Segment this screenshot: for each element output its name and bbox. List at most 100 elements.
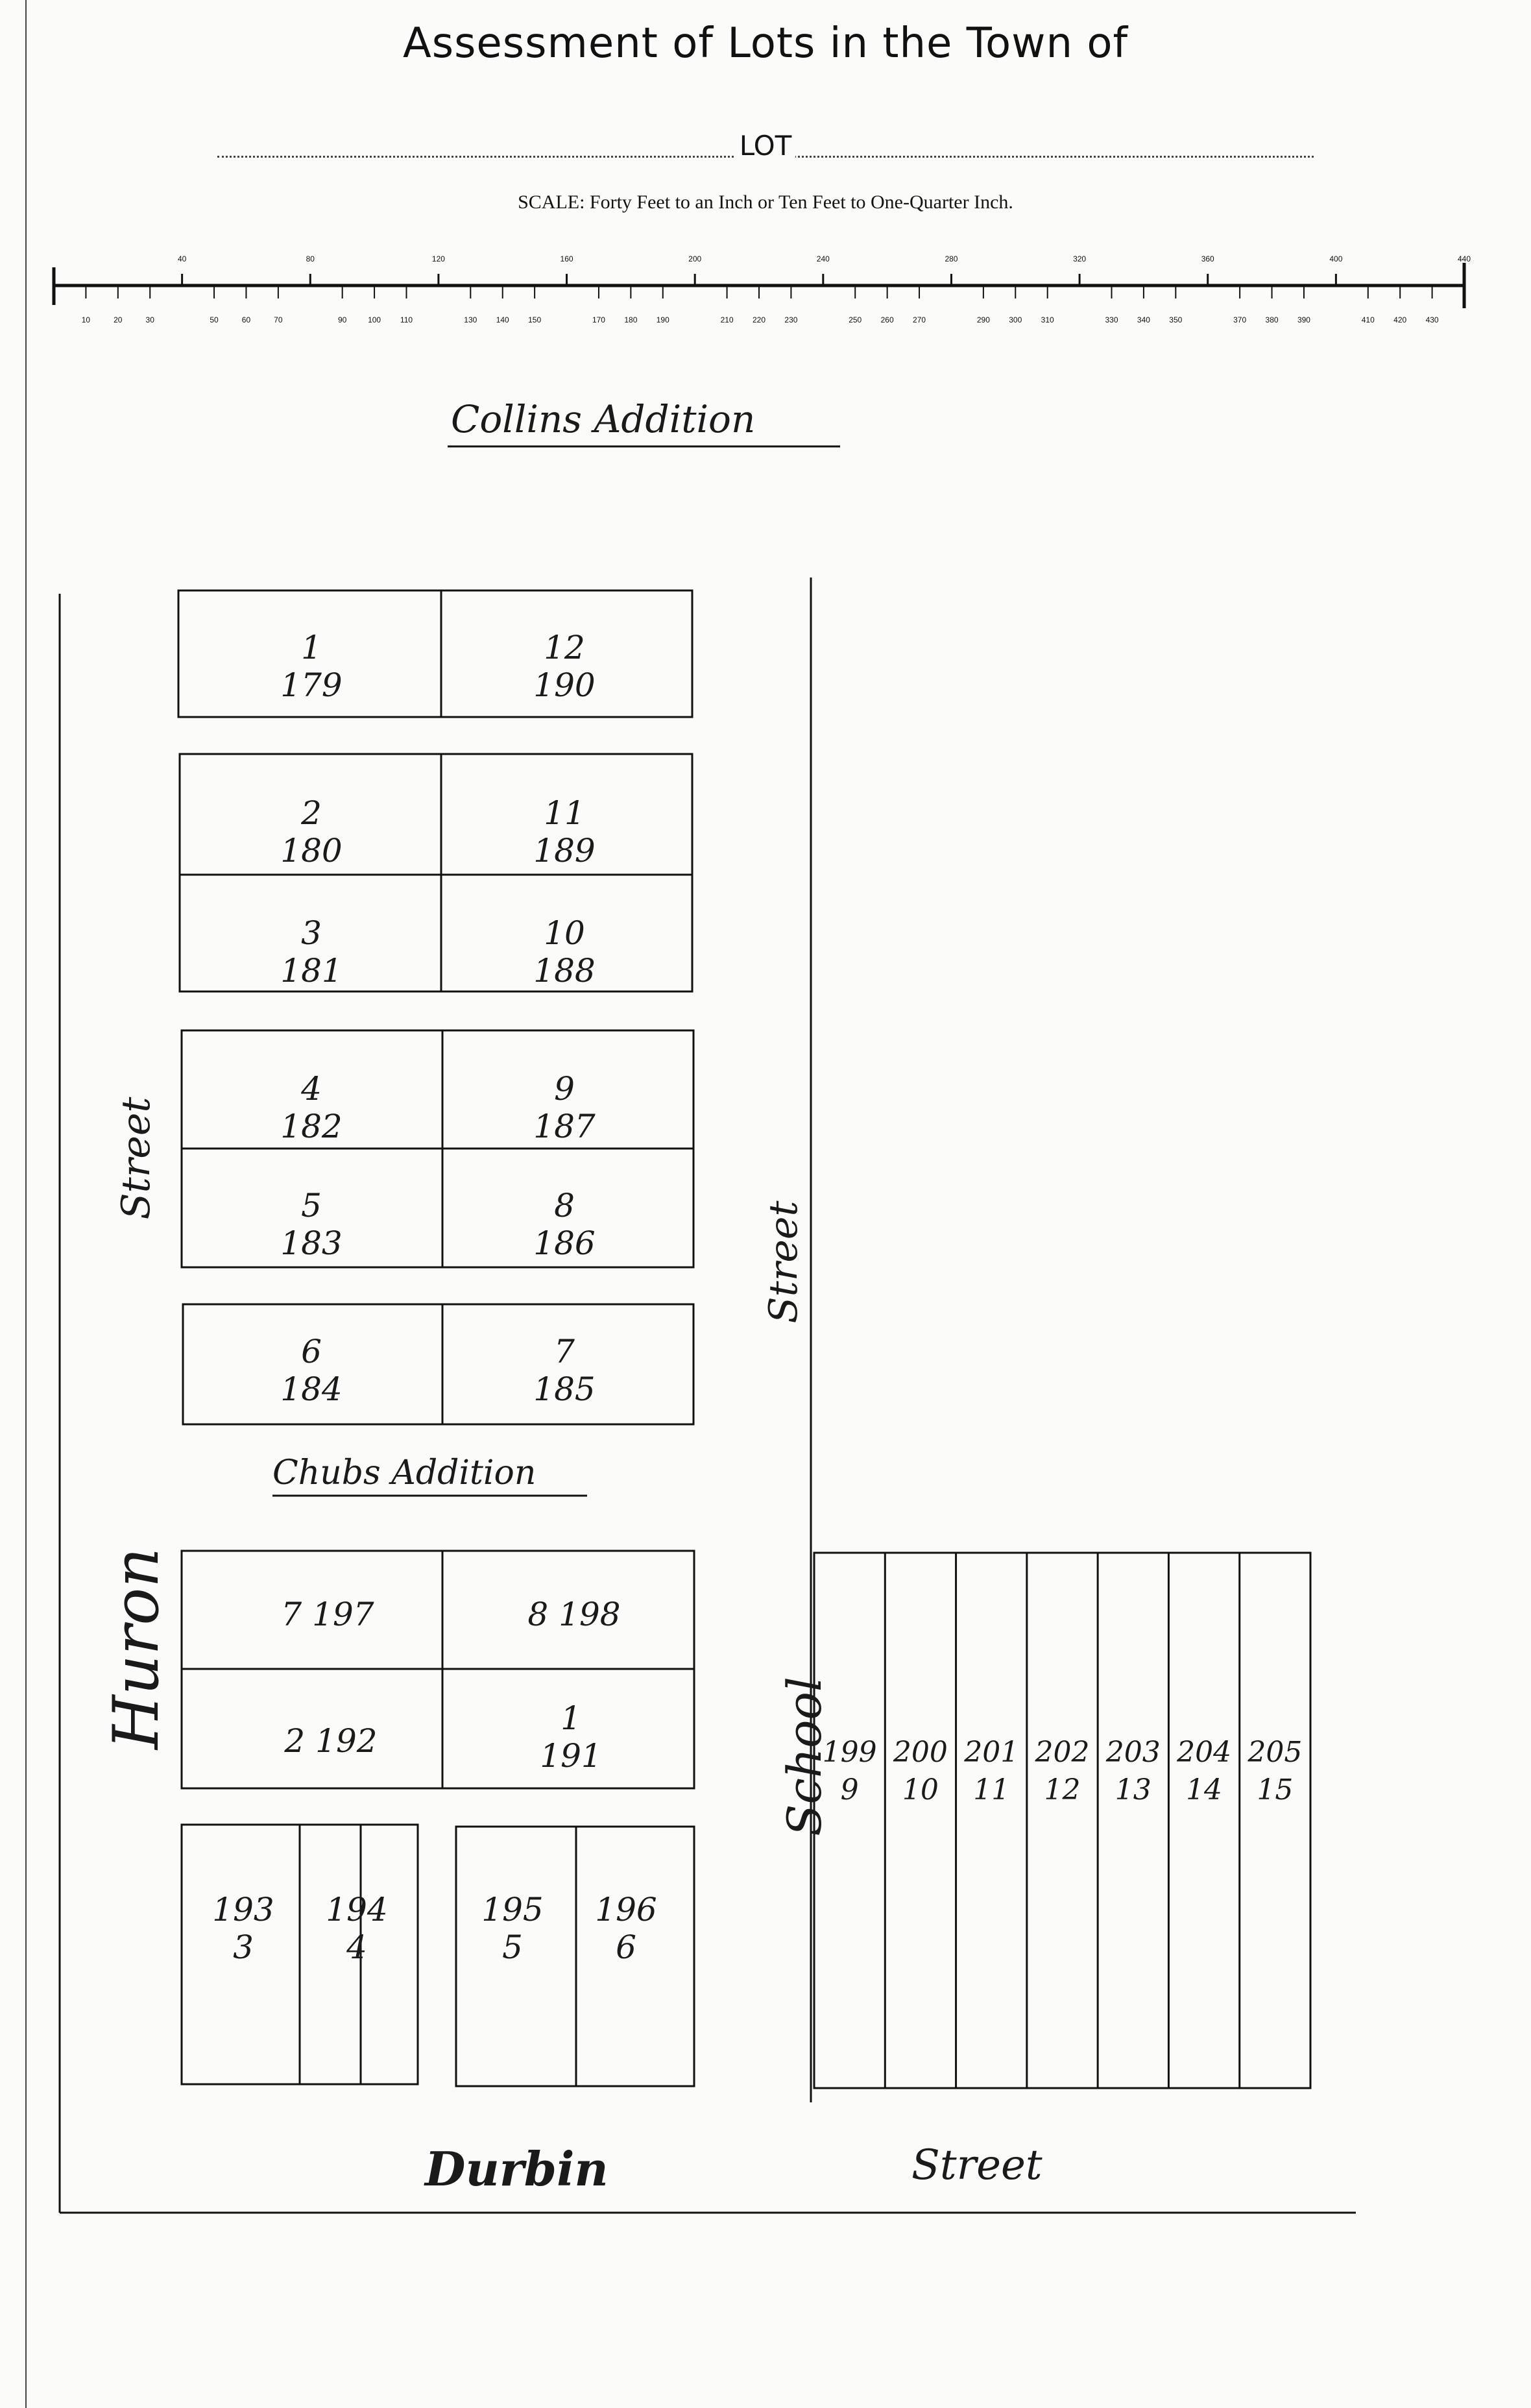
ruler-major-label: 400 (1329, 254, 1342, 263)
ruler-minor-label: 90 (338, 315, 347, 324)
collins-block-4-outline (182, 1303, 695, 1426)
lot-label: 8 198 (527, 1596, 620, 1633)
collins-addition-title: Collins Addition (451, 397, 756, 441)
lot-assessment-label: 15 (1257, 1773, 1293, 1806)
ruler-major-label: 440 (1458, 254, 1471, 263)
ruler-minor-label: 20 (114, 315, 123, 324)
lot-assessment-label: 14 (1186, 1773, 1222, 1806)
ruler-minor-label: 180 (624, 315, 637, 324)
lot-number-label: 202 (1035, 1736, 1090, 1769)
ruler-minor-label: 310 (1041, 315, 1054, 324)
lot-assessment-label: 186 (533, 1224, 595, 1262)
lot-number-label: 12 (544, 629, 585, 666)
ruler-minor-label: 420 (1393, 315, 1406, 324)
ruler-minor-label: 370 (1233, 315, 1246, 324)
ruler-major-label: 40 (178, 254, 187, 263)
lot-number-label: 11 (544, 794, 585, 832)
school-street-name: School (777, 1677, 832, 1836)
lot-assessment-label: 4 (346, 1928, 367, 1966)
ruler-minor-label: 250 (849, 315, 862, 324)
durbin-street-name: Durbin (425, 2141, 609, 2196)
lot-assessment-label: 9 (841, 1773, 859, 1806)
ruler-minor-label: 190 (657, 315, 669, 324)
lot-assessment-label: 12 (1044, 1773, 1081, 1806)
lower-block-east (455, 1825, 695, 2087)
ruler-major-label: 120 (432, 254, 445, 263)
huron-street-name: Huron (100, 1547, 173, 1749)
lot-assessment-label: 184 (280, 1370, 342, 1408)
lot-assessment-label: 183 (280, 1224, 342, 1262)
chubs-block-1 (180, 1550, 695, 1790)
ruler-minor-label: 60 (242, 315, 251, 324)
ruler-major-label: 280 (945, 254, 958, 263)
lot-assessment-label: 182 (280, 1108, 342, 1145)
lot-number-label: 1 (301, 629, 322, 666)
ruler-major-label: 80 (306, 254, 315, 263)
ruler-minor-label: 290 (977, 315, 990, 324)
ruler-minor-label: 150 (528, 315, 541, 324)
ruler-minor-label: 430 (1426, 315, 1439, 324)
lot-assessment-label: 188 (533, 952, 595, 990)
ruler-minor-label: 30 (146, 315, 155, 324)
lot-label: 7 197 (281, 1596, 374, 1633)
ruler-minor-label: 380 (1266, 315, 1279, 324)
ruler-minor-label: 390 (1297, 315, 1310, 324)
collins-block-2 (178, 753, 693, 993)
lot-number-label: 9 (554, 1070, 575, 1108)
school-street-block (813, 1551, 1312, 2089)
ruler-major-label: 240 (817, 254, 830, 263)
lot-assessment-label: 13 (1115, 1773, 1151, 1806)
ruler-minor-label: 350 (1169, 315, 1182, 324)
lot-assessment-label: 6 (616, 1928, 636, 1966)
lot-assessment-label: 5 (502, 1928, 523, 1966)
lot-labels: 1179121902180111893181101884182918751838… (212, 629, 1302, 1966)
lot-number-label: 196 (595, 1891, 657, 1928)
school-street-suffix: Street (761, 1200, 806, 1324)
ruler-minor-label: 70 (274, 315, 283, 324)
lot-number-label: 5 (301, 1187, 322, 1224)
lot-assessment-label: 191 (540, 1737, 601, 1775)
ruler-minor-label: 50 (210, 315, 219, 324)
chubs-addition-title: Chubs Addition (272, 1453, 536, 1492)
lot-number-label: 200 (893, 1736, 948, 1769)
lot-number-label: 195 (481, 1891, 543, 1928)
ruler-minor-label: 10 (82, 315, 91, 324)
lot-assessment-label: 179 (280, 666, 342, 704)
lot-assessment-label: 190 (533, 666, 595, 704)
ruler-major-label: 200 (688, 254, 701, 263)
lot-number-label: 7 (554, 1333, 575, 1370)
ruler-minor-label: 410 (1362, 315, 1375, 324)
ruler-minor-label: 230 (784, 315, 797, 324)
lot-assessment-label: 181 (280, 952, 342, 990)
lot-label: 2 192 (283, 1722, 377, 1760)
lot-number-label: 204 (1176, 1736, 1231, 1769)
school-block-outline (813, 1551, 1312, 2089)
collins-block-1 (177, 589, 693, 718)
page-title: Assessment of Lots in the Town of (402, 19, 1129, 67)
lot-assessment-label: 180 (280, 832, 342, 870)
lot-number-label: 10 (544, 914, 585, 952)
ruler-minor-label: 340 (1137, 315, 1150, 324)
lot-assessment-label: 189 (533, 832, 595, 870)
ruler-minor-label: 300 (1009, 315, 1022, 324)
lot-number-label: 201 (963, 1736, 1019, 1769)
lot-number-label: 8 (554, 1187, 575, 1224)
collins-block-4 (182, 1303, 695, 1426)
ruler-minor-label: 140 (496, 315, 509, 324)
ruler-minor-label: 270 (913, 315, 926, 324)
collins-block-2-outline (178, 753, 693, 993)
lot-assessment-label: 10 (902, 1773, 939, 1806)
lot-number-label: 203 (1105, 1736, 1161, 1769)
ruler-major-label: 320 (1073, 254, 1086, 263)
lot-number-label: 199 (823, 1736, 877, 1769)
lot-number-label: 194 (326, 1891, 387, 1928)
ruler-minor-label: 130 (464, 315, 477, 324)
lot-assessment-label: 185 (533, 1370, 595, 1408)
ruler-minor-label: 260 (881, 315, 894, 324)
durbin-street-suffix: Street (911, 2141, 1043, 2189)
ruler-minor-label: 330 (1105, 315, 1118, 324)
collins-block-3 (180, 1029, 695, 1269)
